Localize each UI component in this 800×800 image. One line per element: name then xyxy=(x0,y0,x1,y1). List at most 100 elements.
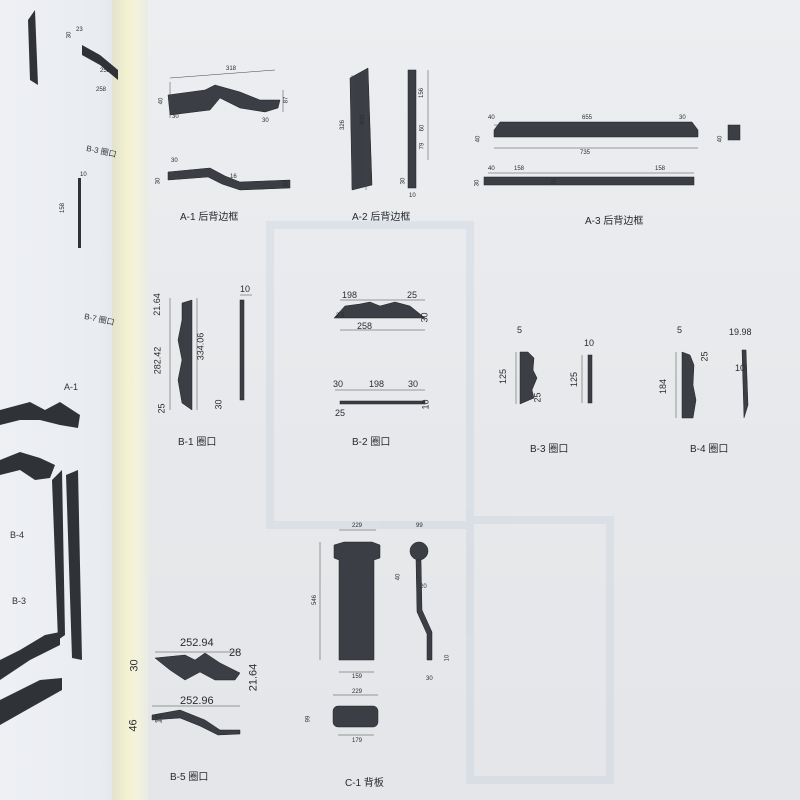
dim: 30 xyxy=(419,312,430,323)
part-c1-side-roll xyxy=(409,541,429,561)
dim: 30 xyxy=(400,177,407,185)
caption-a3: A-3 后背边框 xyxy=(585,216,644,227)
part-a2-side xyxy=(407,69,417,189)
part-b2-top xyxy=(339,400,426,405)
dim: 10 xyxy=(409,193,416,199)
part-a3-end xyxy=(727,124,741,141)
dim: 179 xyxy=(352,738,363,744)
caption-b1: B-1 圈口 xyxy=(178,437,217,448)
dim: 125 xyxy=(569,371,580,388)
dim: 10 xyxy=(584,338,595,348)
dim: 198 xyxy=(369,379,385,389)
dim: 19.98 xyxy=(729,327,752,337)
dim: 30 xyxy=(66,31,73,39)
dim: 156 xyxy=(419,87,426,99)
dim: 40 xyxy=(717,135,724,143)
dim: 25 xyxy=(335,408,346,418)
part-c1-top xyxy=(332,705,379,728)
part-b4-side xyxy=(741,349,749,419)
caption-b5: B-5 圈口 xyxy=(170,772,209,783)
dim: 60 xyxy=(419,124,426,132)
dimension-lines xyxy=(152,69,698,736)
dim: 10 xyxy=(153,713,164,724)
part-b4-front xyxy=(681,351,697,419)
dim: 40 xyxy=(488,166,495,172)
dim: 30 xyxy=(155,177,162,185)
caption-a1: A-1 后背边框 xyxy=(180,212,239,223)
dim: 10 xyxy=(240,284,251,294)
dim: 400 xyxy=(360,114,367,126)
part-a1-top xyxy=(167,167,291,191)
dim: 125 xyxy=(498,368,509,385)
part-b1-side xyxy=(239,299,245,401)
part-b5-top xyxy=(151,709,241,736)
dim: 30 xyxy=(128,659,141,672)
dim: 99 xyxy=(416,523,423,529)
dim: 318 xyxy=(226,66,237,72)
book-gutter xyxy=(112,0,152,800)
dim: 40 xyxy=(158,97,165,105)
dim: 158 xyxy=(60,202,67,214)
caption-b3: B-3 圈口 xyxy=(530,444,569,455)
part-b3-side xyxy=(587,354,593,404)
dim: 30 xyxy=(679,115,686,121)
dim: 30 xyxy=(262,118,269,124)
dim: 735 xyxy=(580,150,591,156)
dim: 40 xyxy=(475,135,482,143)
dim: 252.96 xyxy=(180,695,214,707)
part-a3-top xyxy=(483,176,695,186)
dim: 79 xyxy=(419,142,426,150)
dim: 258 xyxy=(357,321,373,331)
dim: 40 xyxy=(488,115,495,121)
part-c1-front xyxy=(333,541,381,661)
dim: 159 xyxy=(352,674,363,680)
dim: 10 xyxy=(80,172,87,178)
part-a3-front xyxy=(493,121,699,138)
dim: 30 xyxy=(171,158,178,164)
caption-b2: B-2 圈口 xyxy=(352,437,391,448)
dim: 30 xyxy=(172,114,179,120)
caption-c1: C-1 背板 xyxy=(345,778,384,789)
left-page xyxy=(0,0,125,800)
dim: 229 xyxy=(352,523,363,529)
dim: 2.5 xyxy=(336,313,345,319)
dim: 25 xyxy=(532,392,543,403)
dim: 21.64 xyxy=(151,293,162,316)
dim: 30 xyxy=(408,379,419,389)
dim: 5 xyxy=(517,325,523,335)
part-a1-front xyxy=(167,84,281,116)
dim: 25 xyxy=(407,290,418,300)
dim: 5 xyxy=(677,325,683,335)
dim: 158 xyxy=(655,166,666,172)
dim: 16 xyxy=(230,174,237,180)
dim: 30 xyxy=(333,379,344,389)
part-b5-front xyxy=(154,652,241,681)
dim: 258 xyxy=(100,68,111,74)
dim: 28 xyxy=(229,647,242,659)
dim: 10 xyxy=(735,363,746,373)
dim: 40 xyxy=(395,573,402,581)
dim: 23 xyxy=(76,27,83,33)
dim: 21.64 xyxy=(247,663,260,692)
dim: 184 xyxy=(658,378,669,395)
dim: 46 xyxy=(127,719,140,732)
dim: 252.94 xyxy=(180,637,214,649)
dim: 198 xyxy=(342,290,358,300)
part-a2-front xyxy=(349,67,373,191)
part-b3-front xyxy=(519,351,538,405)
dim: 10 xyxy=(551,178,558,186)
dim: 258 xyxy=(96,87,107,93)
dim: 10 xyxy=(420,399,431,410)
dim: 282.42 xyxy=(152,346,163,375)
dim: 30 xyxy=(213,399,224,410)
dim: 334.06 xyxy=(195,332,206,361)
dim: 99 xyxy=(305,715,312,723)
dim: 20 xyxy=(420,584,427,590)
dim: 158 xyxy=(514,166,525,172)
dim: 30 xyxy=(426,676,433,682)
callout-b3: B-3 xyxy=(12,596,27,606)
dim: 30 xyxy=(283,180,290,188)
dim: 25 xyxy=(699,351,710,362)
caption-b4: B-4 圈口 xyxy=(690,444,729,455)
callout-b4: B-4 xyxy=(10,530,25,540)
